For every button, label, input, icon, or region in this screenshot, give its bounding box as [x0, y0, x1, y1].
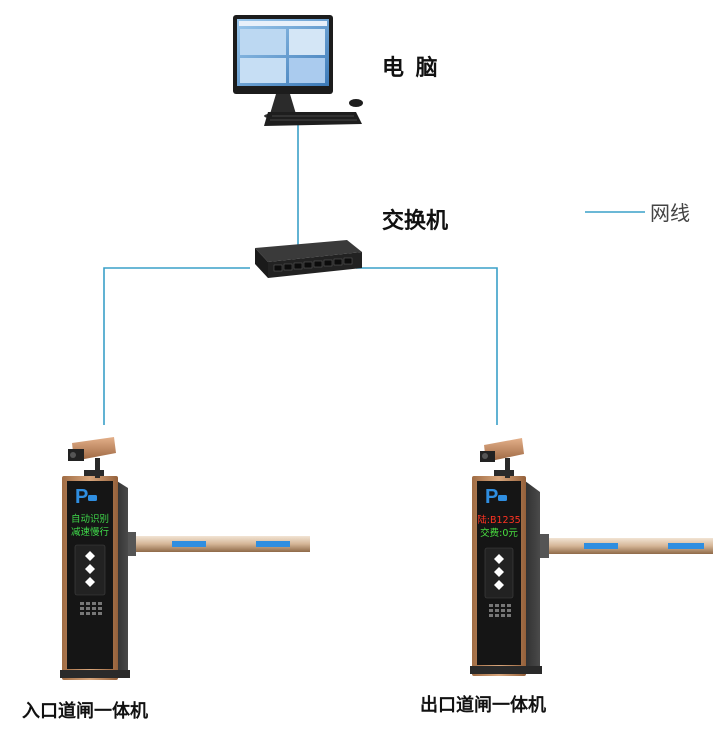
exit-camera-icon	[480, 438, 524, 478]
entrance-keypad-icon	[80, 602, 102, 615]
parking-p-icon: P	[75, 486, 88, 508]
exit-parking-p-icon: P	[485, 486, 498, 508]
entrance-display-line1: 自动识别	[71, 513, 109, 525]
cable-switch-entrance	[103, 267, 250, 425]
network-switch-icon	[255, 240, 362, 278]
legend: 网线	[585, 201, 690, 225]
exit-display-line1: 陆:B1235	[477, 514, 520, 526]
exit-barrier: P 陆:B1235 交费:0元	[470, 438, 713, 676]
entrance-camera-icon	[68, 437, 116, 478]
exit-button-3-icon	[494, 580, 504, 590]
network-cables	[103, 125, 498, 425]
exit-car-icon	[498, 495, 507, 501]
exit-keypad-icon	[489, 604, 511, 617]
entrance-button-2-icon	[85, 564, 95, 574]
car-icon	[88, 495, 97, 501]
entrance-display-line2: 减速慢行	[71, 526, 110, 538]
switch-label: 交换机	[382, 208, 448, 234]
entrance-label: 入口道闸一体机	[22, 700, 148, 722]
legend-cable-label: 网线	[650, 201, 690, 225]
computer-icon	[233, 15, 363, 126]
computer-label: 电 脑	[382, 55, 440, 81]
exit-button-1-icon	[494, 554, 504, 564]
exit-button-2-icon	[494, 567, 504, 577]
entrance-boom-arm	[126, 532, 310, 556]
exit-display-line2: 交费:0元	[480, 527, 518, 539]
entrance-button-1-icon	[85, 551, 95, 561]
exit-label: 出口道闸一体机	[420, 694, 546, 716]
entrance-barrier: P 自动识别 减速慢行	[60, 437, 310, 680]
exit-boom-arm	[539, 534, 713, 558]
cable-switch-exit	[356, 267, 498, 425]
entrance-button-3-icon	[85, 577, 95, 587]
